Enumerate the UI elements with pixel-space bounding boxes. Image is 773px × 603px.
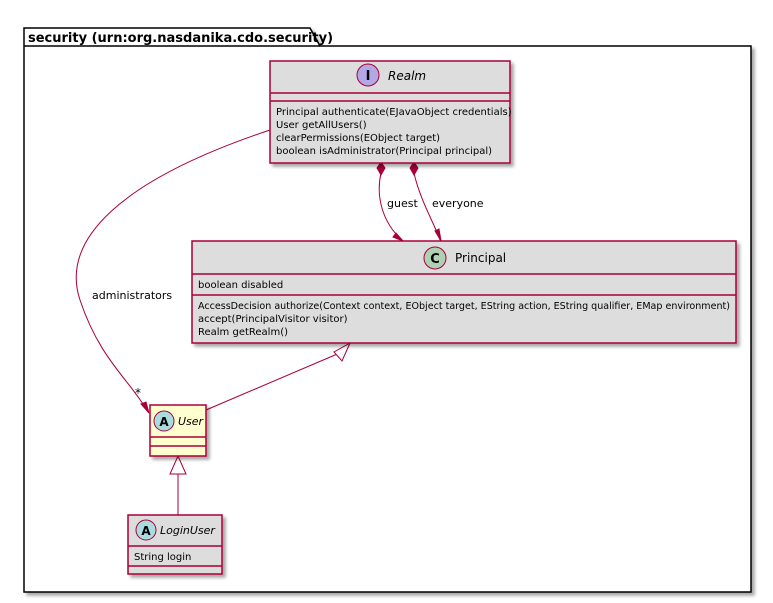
login-user-field: String login bbox=[134, 552, 191, 563]
realm-badge-letter: I bbox=[366, 69, 371, 84]
login-user-name: LoginUser bbox=[160, 524, 216, 537]
user-name: User bbox=[178, 415, 205, 428]
everyone-arrowhead bbox=[434, 228, 442, 242]
realm-method: clearPermissions(EObject target) bbox=[276, 133, 440, 144]
abstract-badge-icon bbox=[153, 410, 175, 432]
relations bbox=[75, 129, 441, 515]
interface-badge-icon bbox=[356, 63, 380, 87]
realm-name: Realm bbox=[388, 69, 426, 83]
class-login-user[interactable]: A LoginUser String login bbox=[127, 514, 223, 575]
user-generalization-triangle bbox=[169, 454, 187, 475]
class-principal[interactable]: C Principal boolean disabled AccessDecis… bbox=[191, 240, 737, 344]
user-badge-letter: A bbox=[159, 415, 169, 429]
package-title: security (urn:org.nasdanika.cdo.security… bbox=[28, 31, 333, 46]
everyone-diamond bbox=[409, 161, 419, 177]
guest-arrowhead bbox=[392, 232, 404, 242]
everyone-label: everyone bbox=[432, 197, 484, 210]
administrators-arrowhead bbox=[140, 401, 150, 414]
principal-generalization-triangle bbox=[333, 341, 352, 362]
principal-method: accept(PrincipalVisitor visitor) bbox=[198, 314, 348, 325]
realm-method: Principal authenticate(EJavaObject crede… bbox=[276, 107, 512, 118]
user-inherits-principal bbox=[205, 351, 343, 411]
abstract-badge-icon bbox=[135, 519, 157, 541]
realm-method: boolean isAdministrator(Principal princi… bbox=[276, 146, 492, 157]
principal-name: Principal bbox=[455, 251, 506, 265]
guest-label: guest bbox=[387, 197, 418, 210]
class-realm[interactable]: I Realm Principal authenticate(EJavaObje… bbox=[269, 60, 512, 164]
administrators-association bbox=[75, 129, 271, 413]
guest-diamond bbox=[376, 161, 386, 177]
principal-method: Realm getRealm() bbox=[198, 327, 288, 338]
principal-field: boolean disabled bbox=[198, 280, 283, 291]
class-user[interactable]: A User bbox=[149, 404, 207, 457]
administrators-multiplicity: * bbox=[135, 386, 141, 400]
class-badge-icon bbox=[423, 246, 447, 270]
principal-method: AccessDecision authorize(Context context… bbox=[198, 301, 730, 312]
realm-method: User getAllUsers() bbox=[276, 120, 367, 131]
principal-badge-letter: C bbox=[430, 252, 440, 267]
administrators-label: administrators bbox=[92, 289, 172, 302]
login-user-badge-letter: A bbox=[141, 524, 151, 538]
